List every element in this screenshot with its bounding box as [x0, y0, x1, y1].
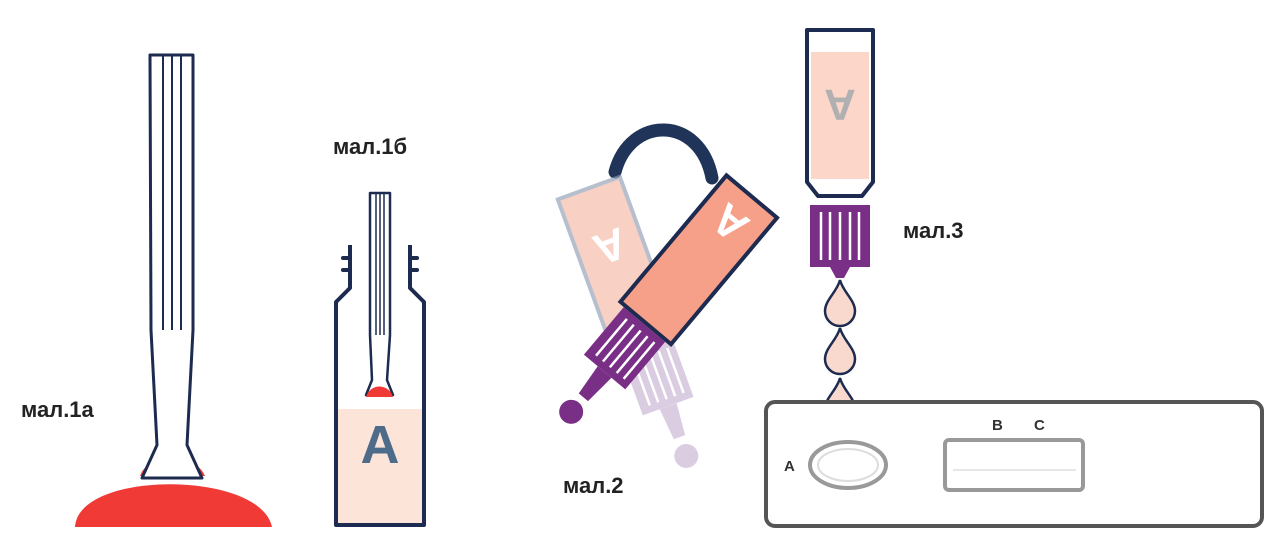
fig3-drop	[823, 327, 857, 376]
fig1a-group	[75, 53, 272, 527]
fig2-main-tube-body	[617, 172, 780, 348]
fig2-main-cap-rib	[595, 318, 628, 357]
fig2-ghost-cap-rib	[657, 350, 677, 397]
fig3-tube-outline	[805, 28, 875, 198]
fig2-group: A A	[555, 123, 780, 468]
fig1b-blood-tip	[366, 386, 393, 397]
fig2-main-cap-rib	[615, 335, 649, 374]
fig3-cassette-letter-a: A	[784, 458, 795, 475]
fig2-ghost-nozzle	[659, 403, 686, 440]
fig2-ghost-cap-rib	[666, 347, 685, 394]
fig1b-label: мал.1б	[333, 134, 408, 159]
fig2-ghost-cap-rib	[649, 353, 668, 400]
fig3-label: мал.3	[903, 218, 964, 243]
fig3-cassette-letter-c: C	[1034, 417, 1045, 434]
fig2-label: мал.2	[563, 473, 624, 498]
fig3-group: A A B C	[764, 28, 1264, 528]
fig2-main-drop	[559, 399, 584, 424]
fig2-main-nozzle	[578, 366, 612, 402]
fig2-main-cap-rib	[601, 323, 635, 363]
fig1b-tube-letter: A	[361, 415, 400, 475]
blood-drop	[75, 484, 272, 527]
fig3-tube-liquid	[811, 52, 869, 179]
fig3-drop	[823, 279, 857, 328]
fig2-main-cap-rib	[608, 329, 642, 369]
fig1b-group: A	[334, 191, 426, 527]
fig1a-label: мал.1а	[21, 397, 94, 422]
fig3-nozzle	[830, 267, 850, 278]
fig3-result-window	[943, 438, 1085, 492]
fig2-main-tube: A	[559, 172, 780, 424]
fig2-ghost-drop	[674, 443, 699, 468]
fig2-rotation-arrow	[608, 123, 719, 185]
fig2-main-cap-rib	[622, 341, 656, 380]
fig3-sample-well-inner	[817, 448, 879, 482]
fig1b-buffer-liquid	[338, 409, 422, 526]
fig1b-tube-outline	[334, 245, 426, 527]
fig3-tube-letter: A	[824, 80, 856, 129]
fig3-cassette-letter-b: B	[992, 417, 1003, 434]
